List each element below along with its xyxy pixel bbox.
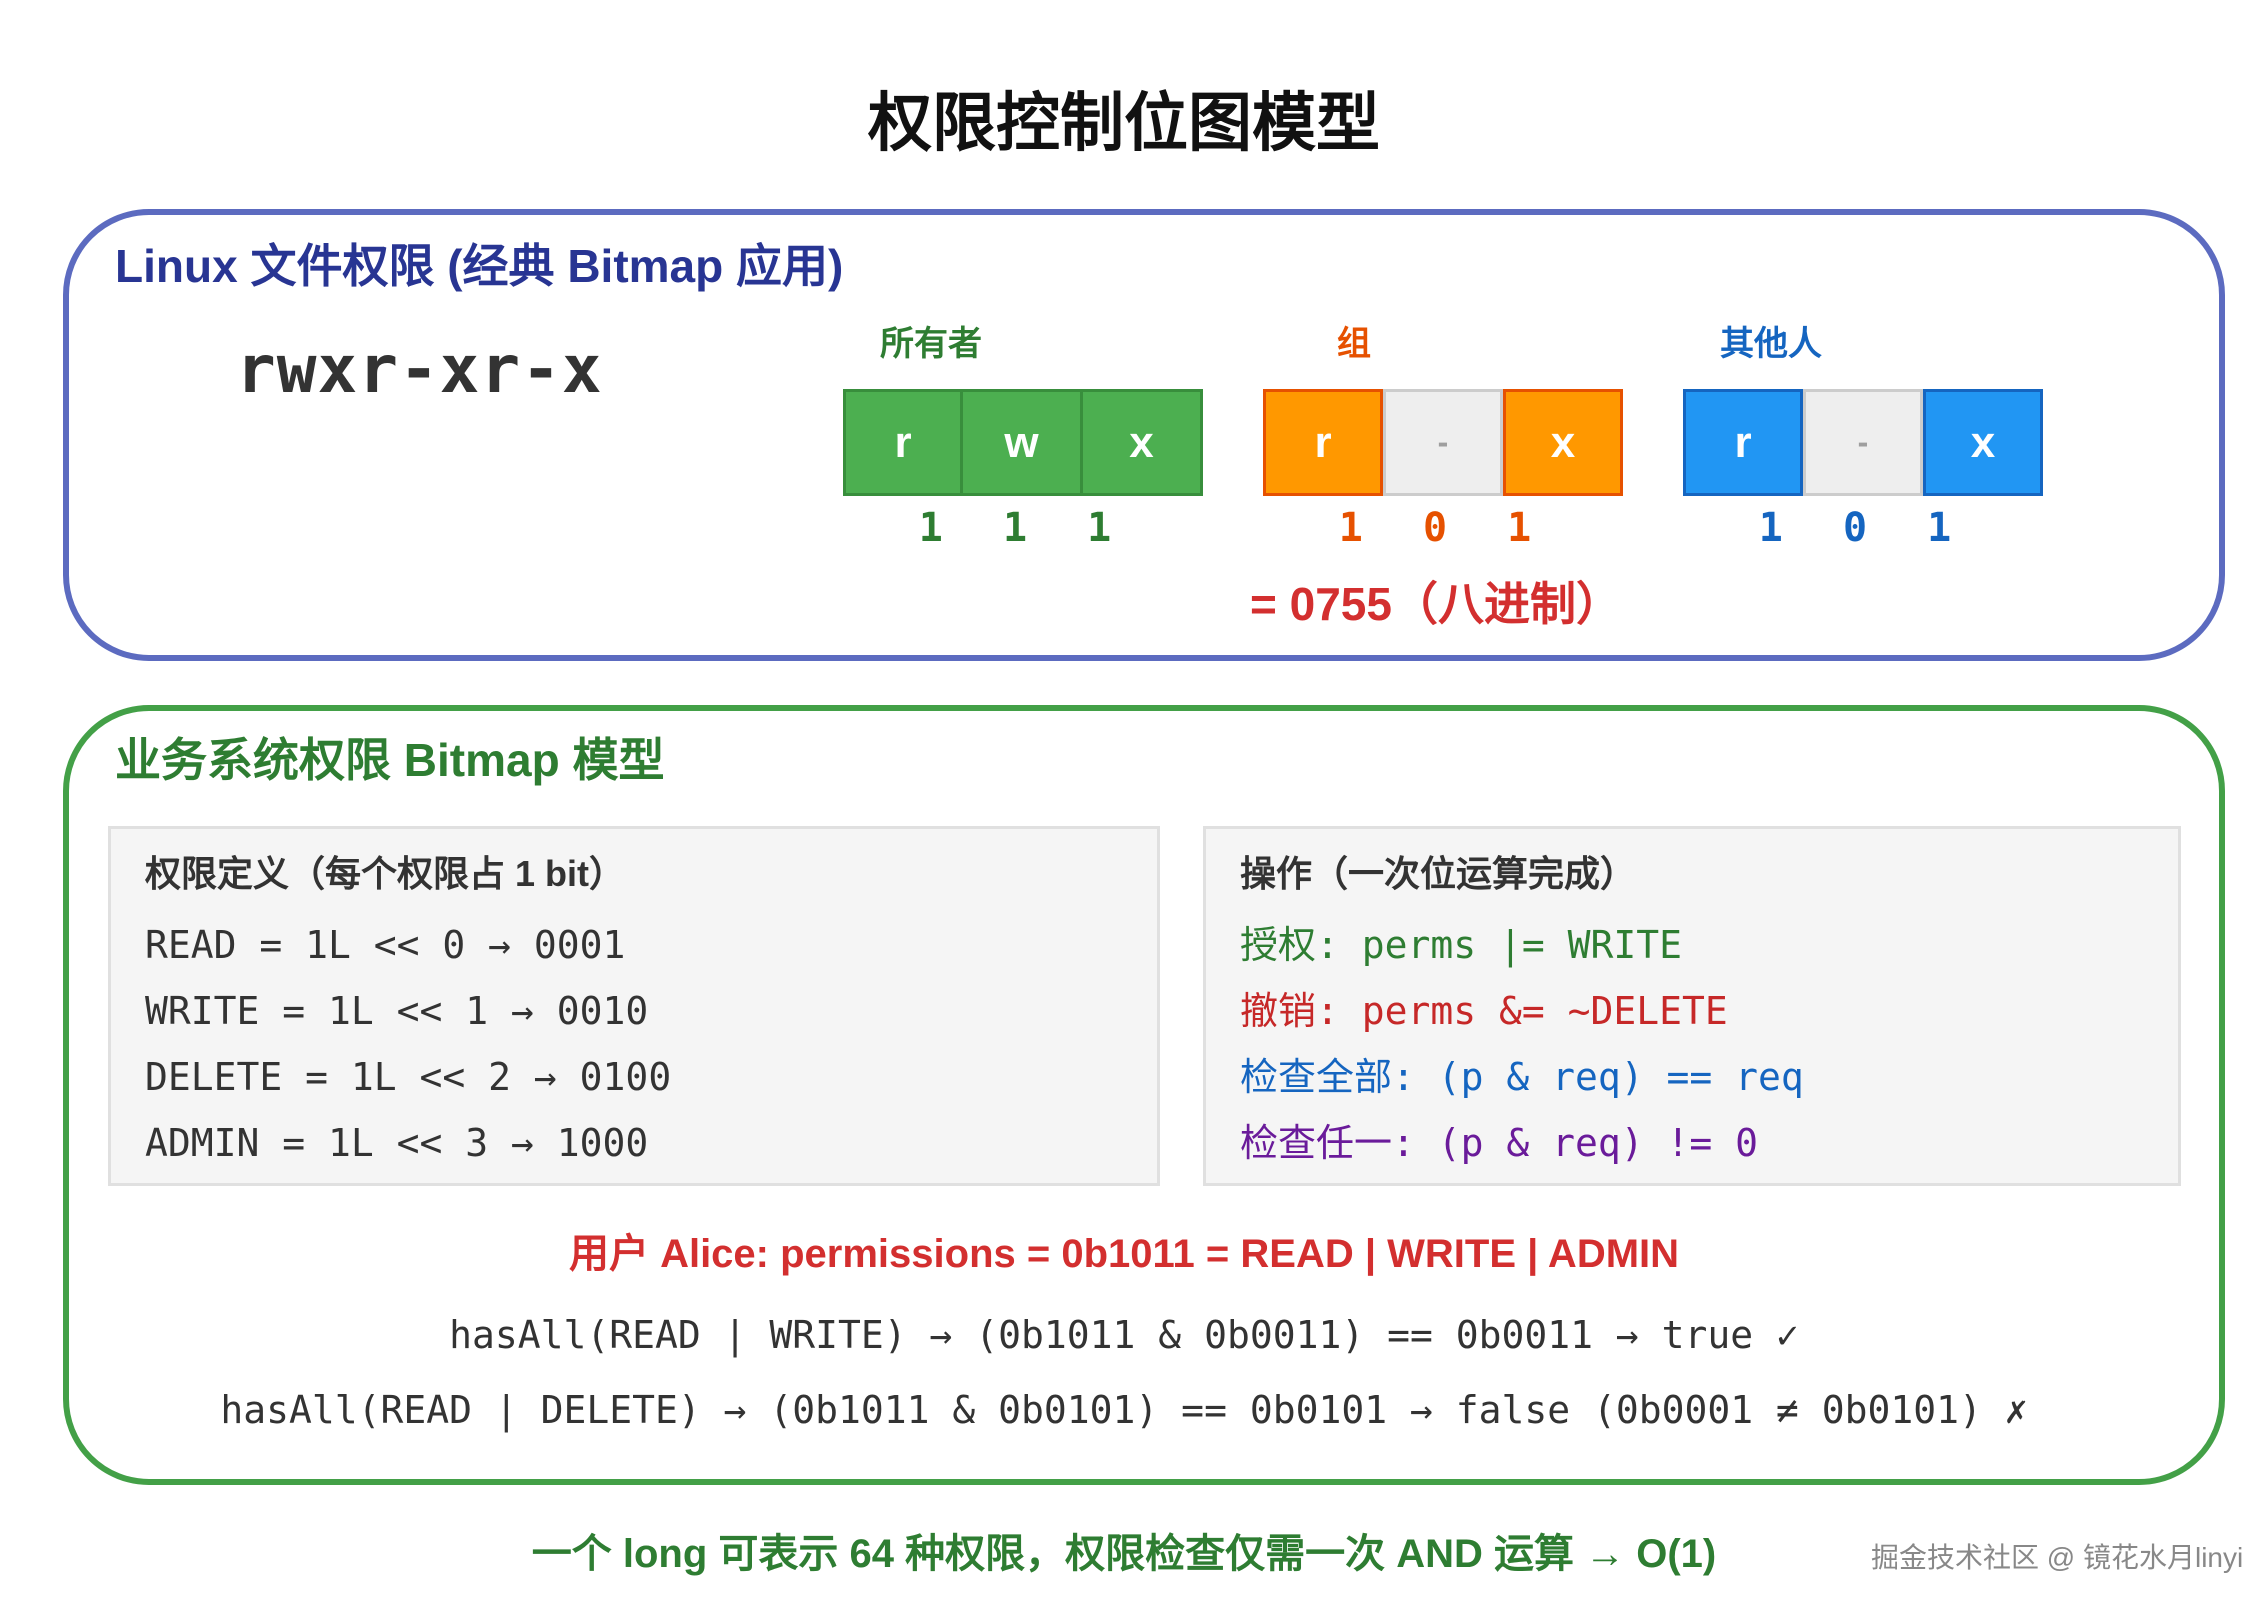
definition-row: READ = 1L << 0 → 0001 <box>145 923 626 967</box>
page-title: 权限控制位图模型 <box>868 87 1380 159</box>
owner-read-cell: r <box>843 389 963 496</box>
business-section-title: 业务系统权限 Bitmap 模型 <box>115 734 665 786</box>
group-exec-cell: x <box>1503 389 1623 496</box>
group-write-cell: - <box>1383 389 1503 496</box>
owner-bit-values: 1 1 1 <box>918 505 1130 551</box>
check-example-true: hasAll(READ | WRITE) → (0b1011 & 0b0011)… <box>449 1313 1799 1357</box>
operation-check-all: 检查全部: (p & req) == req <box>1240 1055 1804 1099</box>
footer-summary: 一个 long 可表示 64 种权限，权限检查仅需一次 AND 运算 → O(1… <box>531 1532 1717 1576</box>
owner-bits: r w x <box>843 389 1203 496</box>
definitions-heading: 权限定义（每个权限占 1 bit） <box>145 853 626 894</box>
definition-row: DELETE = 1L << 2 → 0100 <box>145 1055 672 1099</box>
operations-heading: 操作（一次位运算完成） <box>1240 853 1637 894</box>
watermark: 掘金技术社区 @ 镜花水月linyi <box>1871 1542 2244 1573</box>
check-example-false: hasAll(READ | DELETE) → (0b1011 & 0b0101… <box>220 1388 2028 1432</box>
owner-write-cell: w <box>963 389 1083 496</box>
owner-label: 所有者 <box>880 325 982 363</box>
group-bits: r - x <box>1263 389 1623 496</box>
others-write-cell: - <box>1803 389 1923 496</box>
operations-panel: 操作（一次位运算完成） 授权: perms |= WRITE 撤销: perms… <box>1203 826 2181 1186</box>
others-exec-cell: x <box>1923 389 2043 496</box>
definition-row: WRITE = 1L << 1 → 0010 <box>145 989 649 1033</box>
others-label: 其他人 <box>1720 325 1822 363</box>
owner-exec-cell: x <box>1083 389 1203 496</box>
others-read-cell: r <box>1683 389 1803 496</box>
others-bits: r - x <box>1683 389 2043 496</box>
group-bit-values: 1 0 1 <box>1338 505 1550 551</box>
alice-permissions: 用户 Alice: permissions = 0b1011 = READ | … <box>568 1232 1680 1276</box>
operation-revoke: 撤销: perms &= ~DELETE <box>1240 989 1728 1033</box>
definition-row: ADMIN = 1L << 3 → 1000 <box>145 1121 649 1165</box>
linux-section-title: Linux 文件权限 (经典 Bitmap 应用) <box>115 240 844 292</box>
operation-check-any: 检查任一: (p & req) != 0 <box>1240 1121 1759 1165</box>
definitions-panel: 权限定义（每个权限占 1 bit） READ = 1L << 0 → 0001 … <box>108 826 1160 1186</box>
octal-value: = 0755（八进制） <box>1250 578 1622 630</box>
others-bit-values: 1 0 1 <box>1758 505 1970 551</box>
operation-grant: 授权: perms |= WRITE <box>1240 923 1683 967</box>
group-read-cell: r <box>1263 389 1383 496</box>
permission-string: rwxr-xr-x <box>236 331 603 408</box>
group-label: 组 <box>1337 325 1371 363</box>
